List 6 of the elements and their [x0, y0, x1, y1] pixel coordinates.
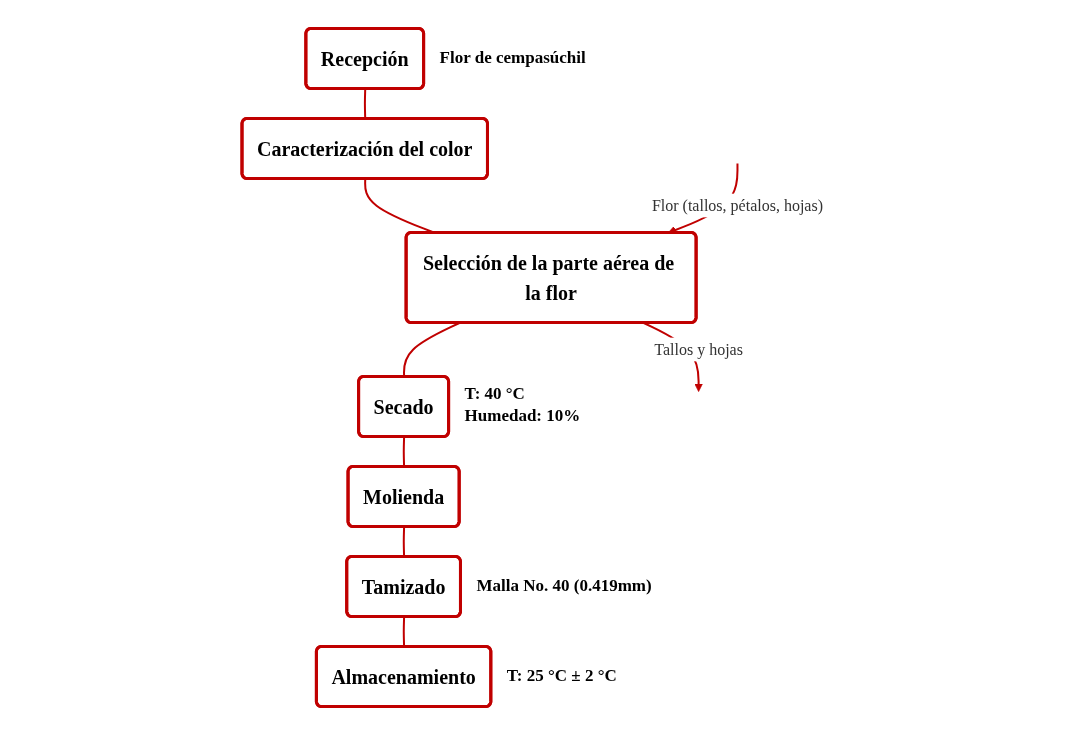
edge-label: Flor (tallos, pétalos, hojas) — [651, 196, 823, 214]
edge-label: Tallos y hojas — [654, 340, 743, 358]
annotation-text: T: 25 °C ± 2 °C — [506, 664, 617, 687]
annotation-text: T: 40 °C Humedad: 10% — [464, 382, 581, 427]
annotation-text: Malla No. 40 (0.419mm) — [476, 574, 652, 597]
annotation-text: Flor de cempasúchil — [439, 46, 586, 69]
